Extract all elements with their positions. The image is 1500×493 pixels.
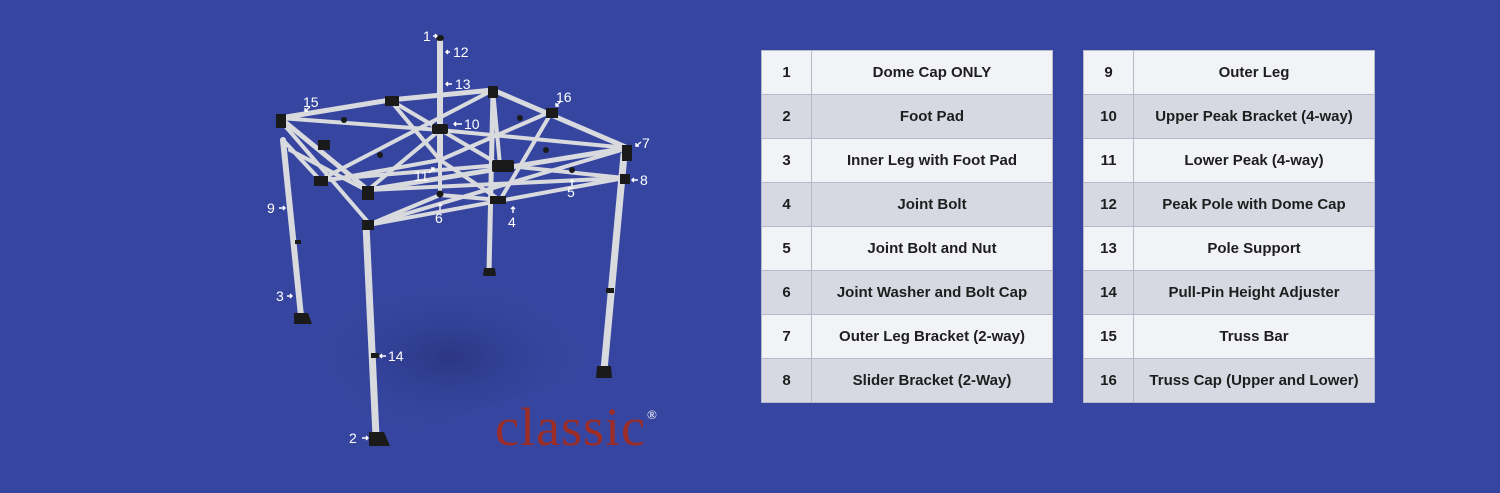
part-name: Peak Pole with Dome Cap [1133, 182, 1375, 227]
part-name: Inner Leg with Foot Pad [811, 138, 1053, 183]
canopy-frame-diagram: 1 12 13 10 11 6 4 5 7 8 9 3 14 2 15 16 [267, 28, 650, 446]
part-name: Joint Washer and Bolt Cap [811, 270, 1053, 315]
part-number: 13 [1083, 226, 1134, 271]
callout-13: 13 [455, 76, 471, 92]
callout-7: 7 [642, 135, 650, 151]
part-number: 3 [761, 138, 812, 183]
part-name: Truss Bar [1133, 314, 1375, 359]
part-name: Slider Bracket (2-Way) [811, 358, 1053, 403]
part-number: 12 [1083, 182, 1134, 227]
part-name: Truss Cap (Upper and Lower) [1133, 358, 1375, 403]
leg-back-left [280, 137, 304, 319]
callout-14: 14 [388, 348, 404, 364]
part-name: Dome Cap ONLY [811, 50, 1053, 95]
foot-pad-back-right [483, 268, 496, 276]
part-name: Pole Support [1133, 226, 1375, 271]
leg-back-right [486, 89, 496, 275]
brand-name: classic [495, 397, 646, 457]
callout-arrows [279, 33, 642, 441]
part-number: 10 [1083, 94, 1134, 139]
callout-2: 2 [349, 430, 357, 446]
callout-12: 12 [453, 44, 469, 60]
callout-8: 8 [640, 172, 648, 188]
part-number: 8 [761, 358, 812, 403]
part-name: Outer Leg Bracket (2-way) [811, 314, 1053, 359]
callout-9: 9 [267, 200, 275, 216]
part-number: 15 [1083, 314, 1134, 359]
callout-1: 1 [423, 28, 431, 44]
leg-front-right [600, 151, 628, 374]
callout-labels: 1 12 13 10 11 6 4 5 7 8 9 3 14 2 15 16 [267, 28, 650, 446]
part-name: Outer Leg [1133, 50, 1375, 95]
part-number: 9 [1083, 50, 1134, 95]
callout-3: 3 [276, 288, 284, 304]
brand-logo: classic® [495, 400, 657, 454]
registered-mark: ® [646, 407, 658, 422]
part-name: Lower Peak (4-way) [1133, 138, 1375, 183]
part-name: Foot Pad [811, 94, 1053, 139]
foot-pad-front-left [369, 432, 390, 446]
part-number: 6 [761, 270, 812, 315]
part-name: Pull-Pin Height Adjuster [1133, 270, 1375, 315]
callout-5: 5 [567, 184, 575, 200]
foot-pad-back-left [294, 313, 312, 324]
callout-4: 4 [508, 214, 516, 230]
part-number: 2 [761, 94, 812, 139]
part-number: 1 [761, 50, 812, 95]
part-number: 4 [761, 182, 812, 227]
part-number: 16 [1083, 358, 1134, 403]
part-number: 5 [761, 226, 812, 271]
callout-11: 11 [414, 168, 429, 184]
callout-10: 10 [464, 116, 480, 132]
part-number: 14 [1083, 270, 1134, 315]
foot-pad-front-right [596, 366, 612, 378]
callout-6: 6 [435, 210, 443, 226]
part-name: Joint Bolt [811, 182, 1053, 227]
part-number: 11 [1083, 138, 1134, 183]
part-name: Upper Peak Bracket (4-way) [1133, 94, 1375, 139]
frame-brackets [276, 35, 632, 446]
callout-15: 15 [303, 94, 319, 110]
callout-16: 16 [556, 89, 572, 105]
leg-front-left [362, 221, 380, 440]
part-name: Joint Bolt and Nut [811, 226, 1053, 271]
part-number: 7 [761, 314, 812, 359]
